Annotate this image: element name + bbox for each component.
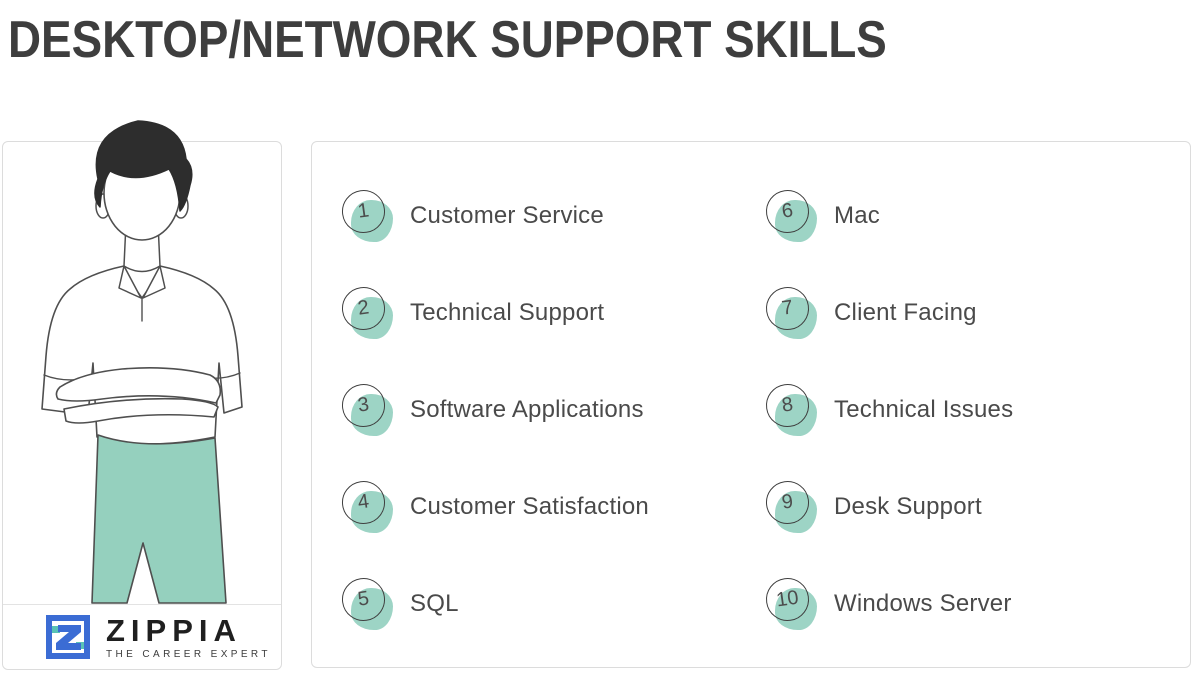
person-illustration <box>41 120 243 604</box>
skill-label: Windows Server <box>834 589 1012 617</box>
badge-blob <box>775 587 817 630</box>
skill-label: SQL <box>410 589 459 617</box>
rank-badge: 4 <box>339 477 393 533</box>
badge-blob <box>775 296 817 339</box>
skills-column-right: 6 Mac 7 Client Facing 8 Technical Issues <box>763 167 1190 652</box>
brand-tagline: THE CAREER EXPERT <box>106 648 271 660</box>
brand-name: ZIPPIA <box>106 612 242 648</box>
rank-badge: 8 <box>763 380 817 436</box>
skill-item: 3 Software Applications <box>339 361 766 458</box>
badge-blob <box>351 490 393 533</box>
skill-item: 5 SQL <box>339 555 766 652</box>
skill-item: 2 Technical Support <box>339 264 766 361</box>
skill-item: 9 Desk Support <box>763 458 1190 555</box>
rank-badge: 6 <box>763 186 817 242</box>
badge-blob <box>351 587 393 630</box>
page-title: DESKTOP/NETWORK SUPPORT SKILLS <box>8 11 887 69</box>
skill-label: Customer Satisfaction <box>410 492 649 520</box>
skill-item: 7 Client Facing <box>763 264 1190 361</box>
skills-card: 1 Customer Service 2 Technical Support 3… <box>311 141 1191 668</box>
badge-blob <box>351 296 393 339</box>
skill-item: 8 Technical Issues <box>763 361 1190 458</box>
badge-blob <box>351 199 393 242</box>
skill-item: 1 Customer Service <box>339 167 766 264</box>
badge-blob <box>775 490 817 533</box>
skills-column-left: 1 Customer Service 2 Technical Support 3… <box>339 167 766 652</box>
skill-label: Technical Support <box>410 298 605 326</box>
skill-label: Desk Support <box>834 492 982 520</box>
rank-badge: 7 <box>763 283 817 339</box>
skill-label: Customer Service <box>410 201 604 229</box>
illustration-card: ZIPPIA THE CAREER EXPERT <box>2 120 282 670</box>
skill-item: 10 Windows Server <box>763 555 1190 652</box>
rank-badge: 5 <box>339 574 393 630</box>
rank-badge: 9 <box>763 477 817 533</box>
badge-blob <box>351 393 393 436</box>
rank-badge: 3 <box>339 380 393 436</box>
skills-grid: 1 Customer Service 2 Technical Support 3… <box>312 142 1190 652</box>
skill-label: Software Applications <box>410 395 644 423</box>
badge-blob <box>775 393 817 436</box>
rank-badge: 1 <box>339 186 393 242</box>
zippia-logo-icon <box>46 615 90 659</box>
brand-footer: ZIPPIA THE CAREER EXPERT <box>3 604 281 669</box>
skill-item: 4 Customer Satisfaction <box>339 458 766 555</box>
skill-label: Client Facing <box>834 298 977 326</box>
skill-label: Mac <box>834 201 880 229</box>
rank-badge: 2 <box>339 283 393 339</box>
rank-badge: 10 <box>763 574 817 630</box>
skill-label: Technical Issues <box>834 395 1014 423</box>
skill-item: 6 Mac <box>763 167 1190 264</box>
badge-blob <box>775 199 817 242</box>
